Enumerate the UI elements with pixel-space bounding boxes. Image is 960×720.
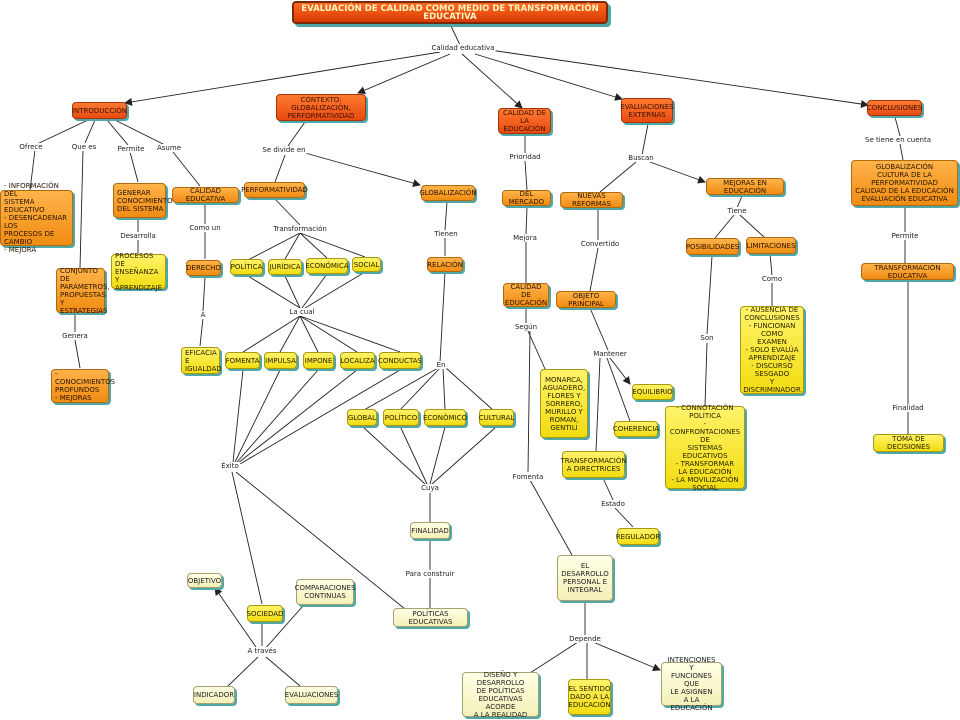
link-label: Buscan [627,154,655,162]
node-intenciones[interactable]: INTENCIONES Y FUNCIONES QUE LE ASIGNEN A… [661,656,722,712]
node-info-sistema[interactable]: - INFORMACIÓN DEL SISTEMA EDUCATIVO - DE… [0,182,73,254]
link-label: Mejora [512,234,538,242]
node-global[interactable]: GLOBAL [347,409,377,426]
link-label: Como un [188,224,222,232]
page-title: EVALUACIÓN DE CALIDAD COMO MEDIO DE TRAN… [292,1,608,24]
link-label: Tienen [433,230,459,238]
node-fomenta[interactable]: FOMENTA [225,352,260,369]
node-politica[interactable]: POLÍTICA [230,259,263,275]
link-label: A [199,311,207,319]
link-label: Permite [116,145,146,153]
node-sentido[interactable]: EL SENTIDO DADO A LA EDUCACIÓN [568,679,611,715]
link-label: Transformación [272,225,328,233]
link-label: Que es [70,143,98,151]
link-label: Desarrolla [119,232,157,240]
link-label: Estado [600,500,626,508]
link-label: Permite [890,232,920,240]
link-label: Calidad educativa [430,44,496,52]
node-economico[interactable]: ECONÓMICO [423,409,467,426]
link-label: Como [760,275,784,283]
node-impulsa[interactable]: IMPULSA [264,352,297,369]
node-evaluaciones[interactable]: EVALUACIONES [285,686,338,704]
link-label: Mantener [592,350,628,358]
node-transformacion-directrices[interactable]: TRANSFORMACIÓN A DIRECTRICES [560,451,627,478]
link-label: Ofrece [18,143,44,151]
node-conductas[interactable]: CONDUCTAS [378,352,422,369]
node-contexto[interactable]: CONTEXTO: GLOBALIZACIÓN, PERFORMATIVIDAD [276,94,366,121]
node-regulador[interactable]: REGULADOR [616,528,660,545]
node-conjunto-parametros[interactable]: CONJUNTO DE PARÁMETROS, PROPUESTAS Y EST… [56,267,110,315]
link-label: Según [513,323,539,331]
link-label: Se divide en [261,146,307,154]
node-posibilidades[interactable]: POSIBILIDADES [686,238,739,255]
link-label: Para construir [404,570,456,578]
node-conocimientos-profundos[interactable]: - CONOCIMIENTOS PROFUNDOS - MEJORAS [51,369,115,403]
link-label: Depende [568,635,602,643]
node-calidad-educativa[interactable]: CALIDAD EDUCATIVA [172,187,239,203]
link-label: Prioridad [508,153,542,161]
node-juridica[interactable]: JURÍDICA [268,259,302,275]
node-derecho[interactable]: DERECHO [186,260,221,276]
node-conclusiones[interactable]: CONCLUSIONES [867,100,922,116]
link-label: Genera [61,332,89,340]
node-coherencia[interactable]: COHERENCIA [613,421,659,437]
node-indicador[interactable]: INDICADOR [193,686,235,704]
link-label: Finalidad [891,404,925,412]
node-economica[interactable]: ECONÓMICA [305,258,349,274]
node-objeto-principal[interactable]: OBJETO PRINCIPAL [556,291,616,308]
node-limitaciones[interactable]: LIMITACIONES [746,237,796,254]
node-impone[interactable]: IMPONE [303,352,334,369]
node-equilibrio[interactable]: EQUILIBRIO [632,384,673,400]
node-diseno[interactable]: DISEÑO Y DESARROLLO DE POLÍTICAS EDUCATI… [462,671,539,719]
node-transformacion-educativa[interactable]: TRANSFORMACIÓN EDUCATIVA [861,263,954,280]
node-desarrollo-personal[interactable]: EL DESARROLLO PERSONAL E INTEGRAL [557,555,613,601]
node-calidad-educacion[interactable]: CALIDAD DE LA EDUCACIÓN [498,108,551,134]
node-nuevas-reformas[interactable]: NUEVAS REFORMAS [560,192,623,208]
node-relacion[interactable]: RELACIÓN [427,257,463,272]
node-performatividad[interactable]: PERFORMATIVIDAD [241,182,308,198]
link-label: En [435,361,447,369]
link-label: La cual [288,308,316,316]
node-sociedad[interactable]: SOCIEDAD [247,605,283,622]
node-connotacion[interactable]: - CONNOTACIÓN POLÍTICA - CONFRONTACIONES… [665,404,745,492]
node-politicas-educativas[interactable]: POLÍTICAS EDUCATIVAS [393,608,468,627]
node-ausencia[interactable]: - AUSENCIA DE CONCLUSIONES - FUNCIONAN C… [740,306,804,394]
link-label: Tiene [726,207,748,215]
link-label: Éxito [220,462,240,470]
link-label: A través [246,647,278,655]
link-label: Asume [156,144,182,152]
node-del-mercado[interactable]: DEL MERCADO [502,190,551,206]
node-monarca[interactable]: MONARCA, AGUADERO, FLORES Y SORRERO, MUR… [540,369,588,438]
node-calidad-educacion-2[interactable]: CALIDAD DE EDUCACIÓN [503,283,549,307]
node-introduccion[interactable]: INTRODUCCIÓN [72,102,127,119]
node-procesos-ensenanza[interactable]: PROCESOS DE ENSEÑANZA Y APRENDIZAJE [111,252,166,292]
node-social[interactable]: SOCIAL [352,257,381,272]
link-label: Son [699,334,715,342]
node-eficacia[interactable]: EFICACIA E IGUALDAD [181,347,222,374]
link-label: Se tiene en cuenta [864,136,932,144]
node-globalizacion[interactable]: GLOBALIZACIÓN [419,185,477,201]
link-label: Cuya [420,484,440,492]
node-cultural[interactable]: CULTURAL [479,409,514,426]
node-comparaciones[interactable]: COMPARACIONES CONTINUAS [295,579,355,605]
node-generar-conocimiento[interactable]: GENERAR CONOCIMIENTO DEL SISTEMA [113,183,173,218]
link-label: Convertido [579,240,621,248]
node-politico[interactable]: POLÍTICO [383,409,419,426]
node-objetivo[interactable]: OBJETIVO [187,573,222,588]
link-label: Fomenta [511,473,545,481]
node-evaluaciones-externas[interactable]: EVALUACIONES EXTERNAS [620,98,674,123]
node-finalidad[interactable]: FINALIDAD [410,522,450,539]
node-glob-cultura[interactable]: GLOBALIZACIÓN CULTURA DE LA PERFORMATIVI… [851,160,958,206]
node-toma-decisiones[interactable]: TOMA DE DECISIONES [873,434,944,452]
node-mejoras-educacion[interactable]: MEJORAS EN EDUCACIÓN [706,178,784,195]
node-localiza[interactable]: LOCALIZA [340,352,375,369]
